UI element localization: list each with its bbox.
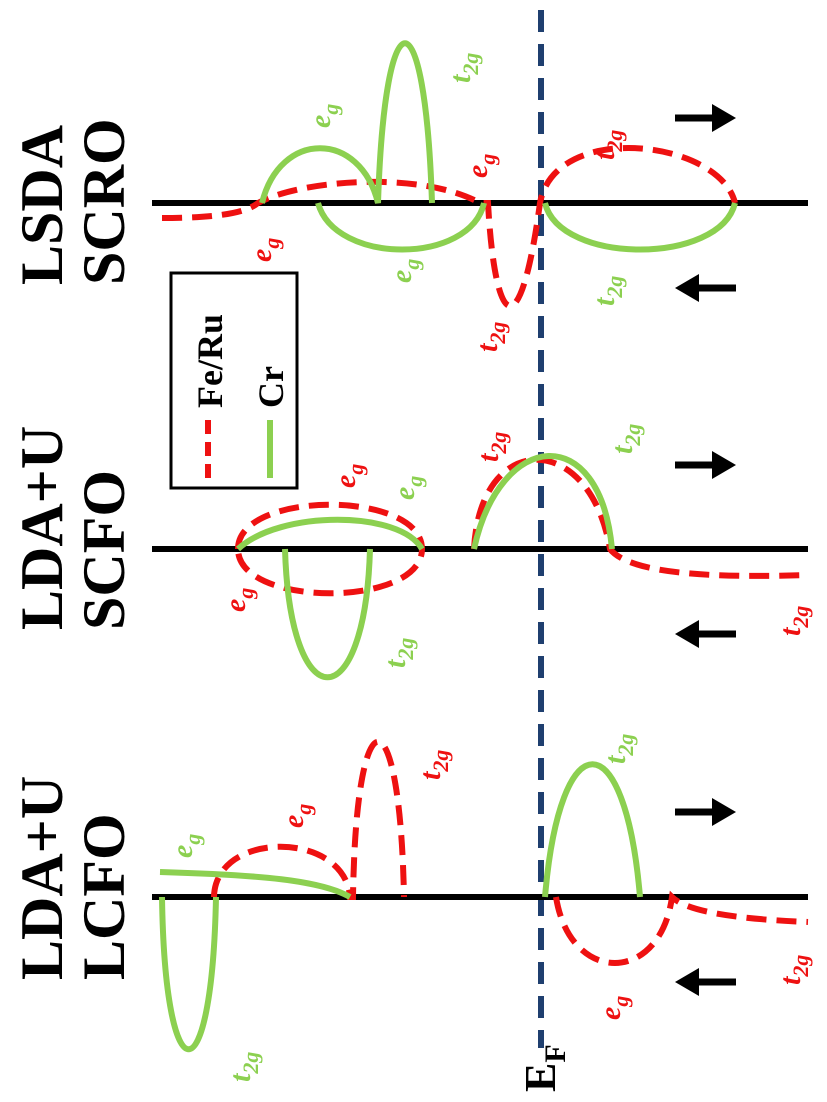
svg-text:eg: eg xyxy=(385,259,424,283)
cr-curve-scro xyxy=(259,40,738,253)
spin-down-arrow-scfo xyxy=(675,620,736,648)
panel-scfo: LDA+U SCFO eg eg eg t2g t2g t2g t2g xyxy=(9,424,813,680)
svg-text:Fe/Ru: Fe/Ru xyxy=(190,314,230,408)
svg-text:t2g: t2g xyxy=(606,424,645,454)
label-t2g-scfo-4: t2g xyxy=(774,606,813,636)
spin-up-arrow-scro xyxy=(675,104,736,132)
label-eg-scro-2: eg xyxy=(304,104,343,128)
svg-text:t2g: t2g xyxy=(224,1052,263,1082)
fe-ru-curve-scfo xyxy=(235,456,809,597)
cr-curve-scfo xyxy=(235,453,615,680)
legend-cr-label: Cr xyxy=(251,366,291,408)
label-t2g-lcfo-2: t2g xyxy=(599,734,638,764)
legend: Fe/Ru Cr xyxy=(169,271,299,490)
svg-text:t2g: t2g xyxy=(774,606,813,636)
spin-up-arrow-lcfo xyxy=(675,798,736,826)
label-eg-scfo-2: eg xyxy=(329,464,368,488)
label-t2g-lcfo-3: t2g xyxy=(224,1052,263,1082)
spin-down-arrow-lcfo xyxy=(675,968,736,996)
svg-text:eg: eg xyxy=(219,588,258,612)
label-t2g-lcfo-4: t2g xyxy=(774,955,813,985)
svg-text:eg: eg xyxy=(166,834,205,858)
svg-text:Cr: Cr xyxy=(251,366,291,408)
panel-title-scfo: LDA+U SCFO xyxy=(9,426,137,630)
svg-text:t2g: t2g xyxy=(774,955,813,985)
fe-ru-curve-lcfo xyxy=(211,738,809,966)
label-eg-scro-4: eg xyxy=(385,259,424,283)
label-eg-scfo-1: eg xyxy=(219,588,258,612)
svg-text:t2g: t2g xyxy=(599,734,638,764)
svg-text:SCFO: SCFO xyxy=(71,470,137,630)
label-t2g-lcfo-1: t2g xyxy=(414,750,453,780)
label-eg-lcfo-3: eg xyxy=(594,996,633,1020)
label-eg-scfo-3: eg xyxy=(388,476,427,500)
legend-box xyxy=(169,271,299,490)
svg-text:EF: EF xyxy=(516,1044,572,1092)
svg-text:t2g: t2g xyxy=(414,750,453,780)
cr-curve-lcfo xyxy=(159,761,643,1053)
label-t2g-scfo-3: t2g xyxy=(379,638,418,668)
panel-title-lcfo: LDA+U LCFO xyxy=(9,776,137,980)
label-t2g-scfo-1: t2g xyxy=(472,432,511,462)
svg-text:LCFO: LCFO xyxy=(71,813,137,980)
label-eg-scro-1: eg xyxy=(245,238,284,262)
svg-text:SCRO: SCRO xyxy=(71,118,137,285)
label-t2g-scro-3: t2g xyxy=(588,130,627,160)
svg-text:t2g: t2g xyxy=(472,432,511,462)
svg-text:eg: eg xyxy=(277,804,316,828)
label-t2g-scro-1: t2g xyxy=(444,53,483,83)
label-eg-lcfo-2: eg xyxy=(277,804,316,828)
svg-text:t2g: t2g xyxy=(588,130,627,160)
svg-text:t2g: t2g xyxy=(471,322,510,352)
svg-text:eg: eg xyxy=(245,238,284,262)
svg-text:eg: eg xyxy=(388,476,427,500)
svg-text:t2g: t2g xyxy=(444,53,483,83)
fermi-level-label: EF xyxy=(516,1044,572,1092)
panel-scro: LSDA SCRO eg eg t2g eg eg t2g t2g xyxy=(9,40,808,352)
label-eg-scro-3: eg xyxy=(461,154,500,178)
spin-up-arrow-scfo xyxy=(675,451,736,479)
svg-text:eg: eg xyxy=(304,104,343,128)
label-eg-lcfo-1: eg xyxy=(166,834,205,858)
svg-text:eg: eg xyxy=(461,154,500,178)
svg-text:LSDA: LSDA xyxy=(9,125,75,285)
svg-text:t2g: t2g xyxy=(588,276,627,306)
svg-text:eg: eg xyxy=(594,996,633,1020)
svg-text:LDA+U: LDA+U xyxy=(9,426,75,630)
panel-title-scro: LSDA SCRO xyxy=(9,118,137,285)
svg-text:LDA+U: LDA+U xyxy=(9,776,75,980)
fe-ru-curve-scro xyxy=(161,145,738,309)
panel-lcfo: LDA+U LCFO eg eg t2g t2g t2g eg t2g xyxy=(9,734,813,1082)
legend-fe-ru-label: Fe/Ru xyxy=(190,314,230,408)
label-t2g-scro-2: t2g xyxy=(471,322,510,352)
svg-text:eg: eg xyxy=(329,464,368,488)
label-t2g-scro-4: t2g xyxy=(588,276,627,306)
label-t2g-scfo-2: t2g xyxy=(606,424,645,454)
svg-text:t2g: t2g xyxy=(379,638,418,668)
spin-down-arrow-scro xyxy=(675,274,736,302)
